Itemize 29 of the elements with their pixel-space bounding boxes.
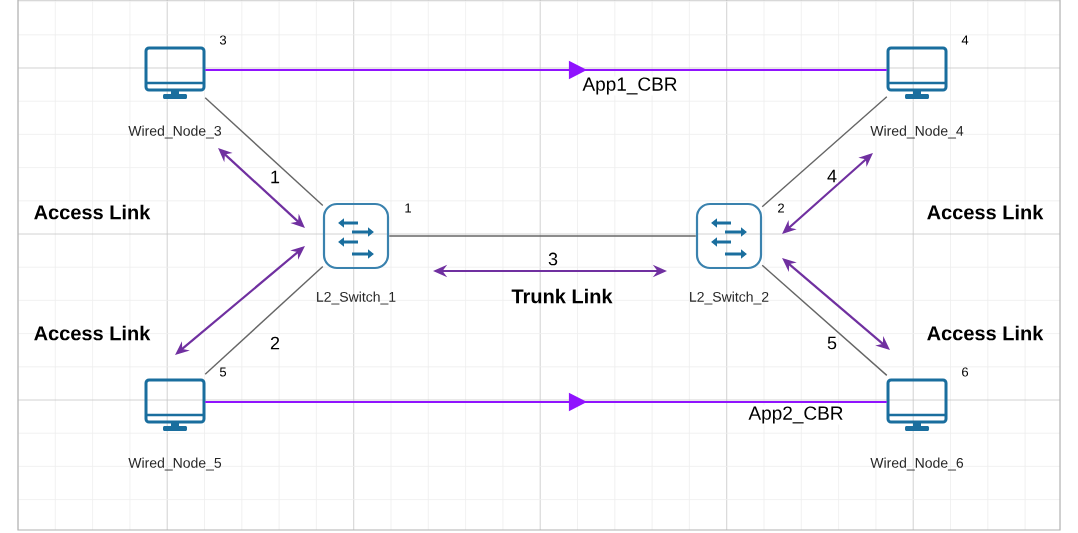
node-number: 4: [961, 35, 969, 45]
edge-label: 5: [826, 335, 838, 351]
link-type-label: Access Link: [927, 325, 1044, 341]
edge-label: App2_CBR: [747, 405, 845, 425]
edge-label: 4: [826, 168, 838, 184]
link-line: [204, 265, 324, 376]
edge-label: 3: [547, 251, 559, 267]
node-number: 1: [405, 203, 411, 213]
edge-label: App1_CBR: [581, 76, 679, 96]
link-type-label: Trunk Link: [511, 288, 613, 304]
node-label: Wired_Node_6: [870, 457, 964, 471]
node-number: 6: [962, 367, 969, 377]
edge-label: 1: [269, 169, 281, 185]
node-label: L2_Switch_1: [317, 291, 396, 305]
node-number: 2: [778, 203, 784, 213]
link-type-label: Access Link: [34, 204, 151, 220]
link-type-label: Access Link: [927, 204, 1044, 220]
edge-label: 2: [269, 335, 281, 351]
link-type-label: Access Link: [34, 325, 151, 341]
link-line: [204, 96, 324, 207]
node-label: Wired_Node_3: [128, 125, 222, 139]
link-line: [388, 235, 697, 237]
link-line: [761, 95, 888, 208]
node-number: 3: [219, 35, 227, 45]
node-number: 5: [219, 367, 227, 377]
link-line: [761, 264, 888, 377]
node-label: Wired_Node_5: [128, 457, 222, 471]
node-label: Wired_Node_4: [870, 125, 964, 139]
node-label: L2_Switch_2: [690, 291, 769, 305]
